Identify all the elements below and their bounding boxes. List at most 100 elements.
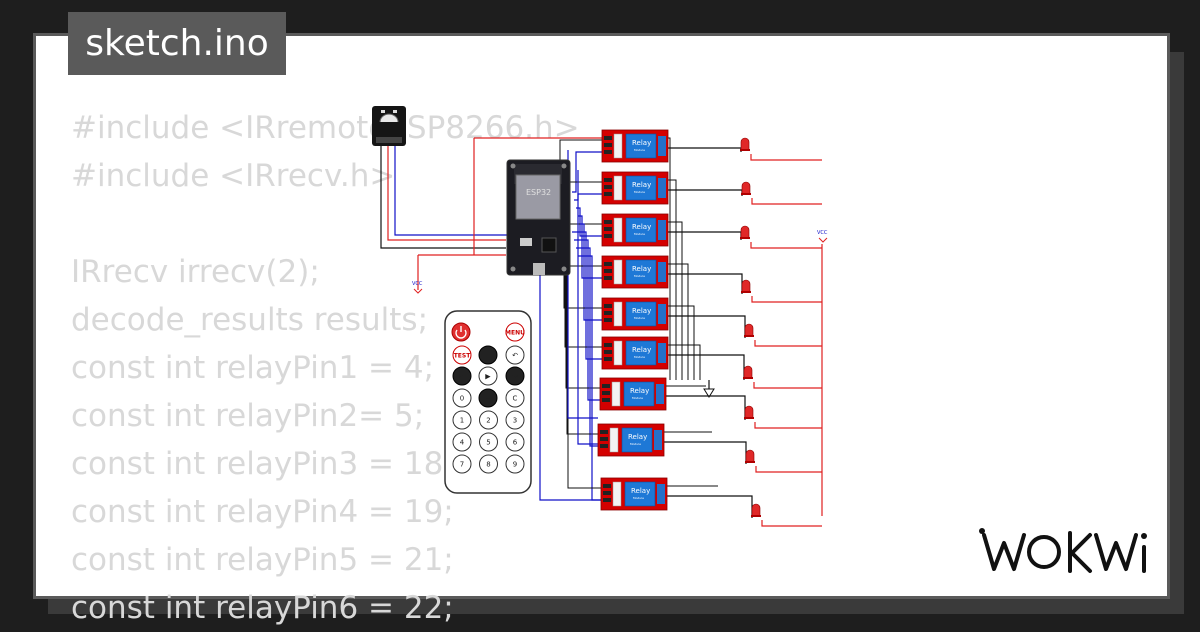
digit-button: 9 xyxy=(505,454,525,474)
relays: RelayModuleRelayModuleRelayModuleRelayMo… xyxy=(597,129,669,511)
wire xyxy=(666,147,742,152)
red-led xyxy=(740,137,750,151)
wire xyxy=(666,221,683,380)
ir-receiver xyxy=(372,106,406,146)
wire xyxy=(380,146,506,249)
esp32-board: ESP32 xyxy=(506,159,571,276)
relay-label: Relay xyxy=(631,487,650,495)
red-led xyxy=(741,181,751,195)
wire xyxy=(665,495,753,518)
red-led xyxy=(744,405,754,419)
plus-button-label: + xyxy=(485,352,491,360)
relay-sublabel: Module xyxy=(634,316,645,320)
wire xyxy=(666,273,743,294)
wire xyxy=(754,340,822,347)
wire xyxy=(576,247,598,447)
relay-label: Relay xyxy=(632,265,651,273)
code-line: const int relayPin4 = 19; xyxy=(71,494,454,530)
vcc-label: VCC xyxy=(817,230,828,236)
wire xyxy=(664,395,746,420)
digit-button: 8 xyxy=(479,454,498,474)
relay-sublabel: Module xyxy=(634,190,645,194)
play-button-label: ▶ xyxy=(485,373,491,381)
digit-button: 6 xyxy=(505,432,525,452)
wire xyxy=(750,242,822,249)
test-button: TEST xyxy=(452,345,472,365)
digit-button: 2 xyxy=(479,410,498,430)
code-line: decode_results results; xyxy=(71,302,429,338)
code-line: IRrecv irrecv(2); xyxy=(71,254,320,290)
digit-button-label: 7 xyxy=(460,461,464,469)
leds xyxy=(740,137,761,517)
prev-button-label: ⏮ xyxy=(459,373,465,381)
relay-sublabel: Module xyxy=(632,396,643,400)
wire xyxy=(666,189,743,196)
digit-button: 5 xyxy=(479,432,498,452)
play-button: ▶ xyxy=(478,366,498,386)
wire xyxy=(751,296,822,303)
digit-button-label: 5 xyxy=(486,439,490,447)
prev-button: ⏮ xyxy=(452,366,472,386)
code-line: const int relayPin5 = 21; xyxy=(71,542,454,578)
digit-button-label: 9 xyxy=(513,461,517,469)
digit-button-label: 4 xyxy=(460,439,465,447)
menu-button: MENU xyxy=(505,322,525,342)
wire xyxy=(574,239,600,401)
clear-button-label: C xyxy=(513,395,518,403)
wire xyxy=(666,315,746,338)
relay-label: Relay xyxy=(632,307,651,315)
wire xyxy=(751,198,822,205)
vcc-label: VCC xyxy=(412,281,423,287)
wire xyxy=(567,150,598,419)
next-button-label: ⏭ xyxy=(512,373,519,381)
wire xyxy=(565,250,600,389)
test-button-label: TEST xyxy=(454,353,472,360)
relay-sublabel: Module xyxy=(633,496,644,500)
relay-label: Relay xyxy=(632,346,651,354)
digit-button-label: 8 xyxy=(486,461,490,469)
minus-button: − xyxy=(478,388,498,408)
code-line: const int relayPin6 = 22; xyxy=(71,590,454,626)
wire xyxy=(387,146,506,241)
relay-label: Relay xyxy=(632,223,651,231)
digit-button: 4 xyxy=(452,432,472,452)
wire xyxy=(754,422,822,429)
back-button-label: ↶ xyxy=(512,352,518,360)
wire xyxy=(566,250,598,435)
relay-sublabel: Module xyxy=(634,274,645,278)
digit-button: 7 xyxy=(452,454,472,474)
relay-label: Relay xyxy=(632,139,651,147)
digit-button: 3 xyxy=(505,410,525,430)
wire xyxy=(666,179,677,380)
file-name-tab: sketch.ino xyxy=(68,12,286,75)
code-line: #include <IRrecv.h> xyxy=(71,158,396,194)
ground-symbol xyxy=(703,388,715,398)
code-line: const int relayPin1 = 4; xyxy=(71,350,435,386)
vcc-right: VCC xyxy=(817,230,828,243)
code-preview: #include <IRremoteESP8266.h>#include <IR… xyxy=(71,104,580,632)
relay-sublabel: Module xyxy=(634,148,645,152)
red-led xyxy=(751,503,761,517)
relay-sublabel: Module xyxy=(634,232,645,236)
digit-button-label: 3 xyxy=(513,417,517,425)
plus-button: + xyxy=(478,345,498,365)
wokwi-logo xyxy=(979,528,1147,573)
digit-button-label: 6 xyxy=(513,439,518,447)
wire xyxy=(577,170,598,445)
wire xyxy=(666,354,745,380)
back-button: ↶ xyxy=(505,345,525,365)
preview-card: #include <IRremoteESP8266.h>#include <IR… xyxy=(33,33,1170,626)
wire xyxy=(755,466,822,473)
wire xyxy=(572,231,602,360)
power-button-icon xyxy=(451,322,471,342)
vcc-left: VCC xyxy=(412,255,423,294)
wire xyxy=(666,231,742,240)
